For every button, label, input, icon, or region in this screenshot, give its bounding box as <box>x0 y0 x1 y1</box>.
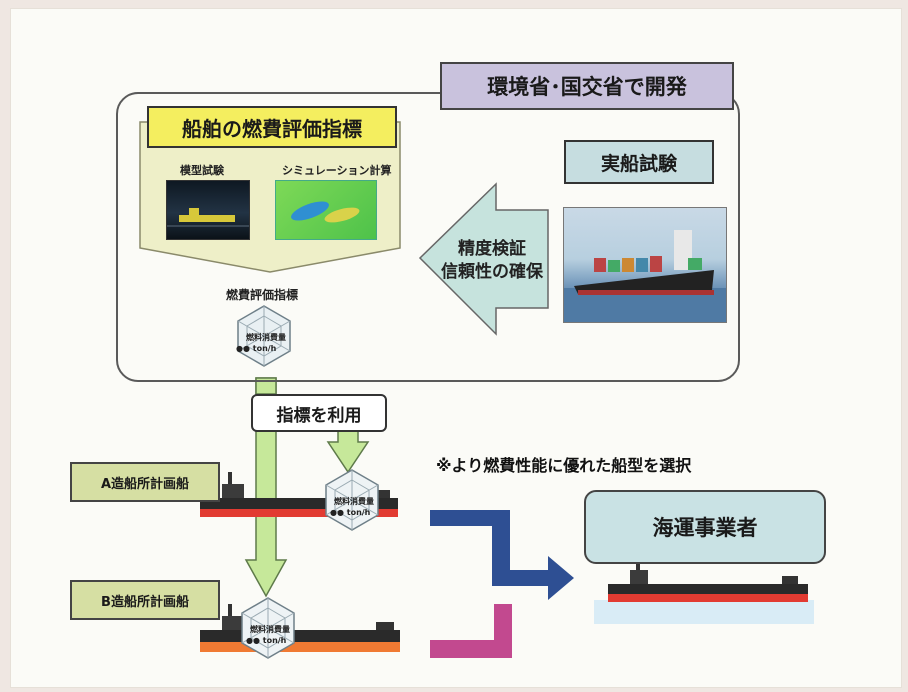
fuel-index-title: 船舶の燃費評価指標 <box>147 106 397 148</box>
fuel-radar-chart-a <box>325 469 379 531</box>
radar-top-label: 燃料消費量 <box>246 333 286 342</box>
sea-trial-tag: 実船試験 <box>564 140 714 184</box>
developer-tag: 環境省･国交省で開発 <box>440 62 734 110</box>
evaluation-frame <box>116 92 740 382</box>
radar-a-value: ●● ton/h <box>330 508 371 517</box>
radar-a-label: 燃料消費量 <box>334 497 374 506</box>
radar-b-value: ●● ton/h <box>246 636 287 645</box>
simulation-hull-icon <box>291 201 360 223</box>
ship-a-graphic <box>200 472 398 517</box>
model-test-photo <box>166 180 250 240</box>
sea-trial-ship-photo <box>563 207 727 323</box>
selection-note: ※より燃費性能に優れた船型を選択 <box>436 456 692 475</box>
simulation-label: シミュレーション計算 <box>282 164 392 177</box>
radar-top-value: ●● ton/h <box>236 344 277 353</box>
use-index-box: 指標を利用 <box>251 394 387 432</box>
verification-line-1: 精度検証 <box>458 239 526 259</box>
verification-arrow <box>418 182 549 336</box>
operator-ship-graphic <box>594 560 814 624</box>
fuel-index-output-label: 燃費評価指標 <box>226 288 299 302</box>
shipping-operator-box: 海運事業者 <box>584 490 826 564</box>
radar-b-label: 燃料消費量 <box>250 625 290 634</box>
ship-b-label: B造船所計画船 <box>70 580 220 620</box>
rejected-path-pink <box>430 604 512 658</box>
container-ship-icon <box>564 230 726 322</box>
selection-arrow-blue <box>430 510 574 600</box>
down-arrow-right <box>326 425 370 474</box>
verification-text: 精度検証 信頼性の確保 <box>418 238 566 284</box>
ship-a-label: A造船所計画船 <box>70 462 220 502</box>
simulation-image <box>275 180 377 240</box>
fuel-radar-chart-top <box>237 305 291 367</box>
ship-b-graphic <box>200 604 400 652</box>
model-test-label: 模型試験 <box>180 164 224 177</box>
model-ship-icon <box>167 208 249 227</box>
fuel-radar-chart-b <box>241 597 295 659</box>
verification-line-2: 信頼性の確保 <box>441 261 543 282</box>
